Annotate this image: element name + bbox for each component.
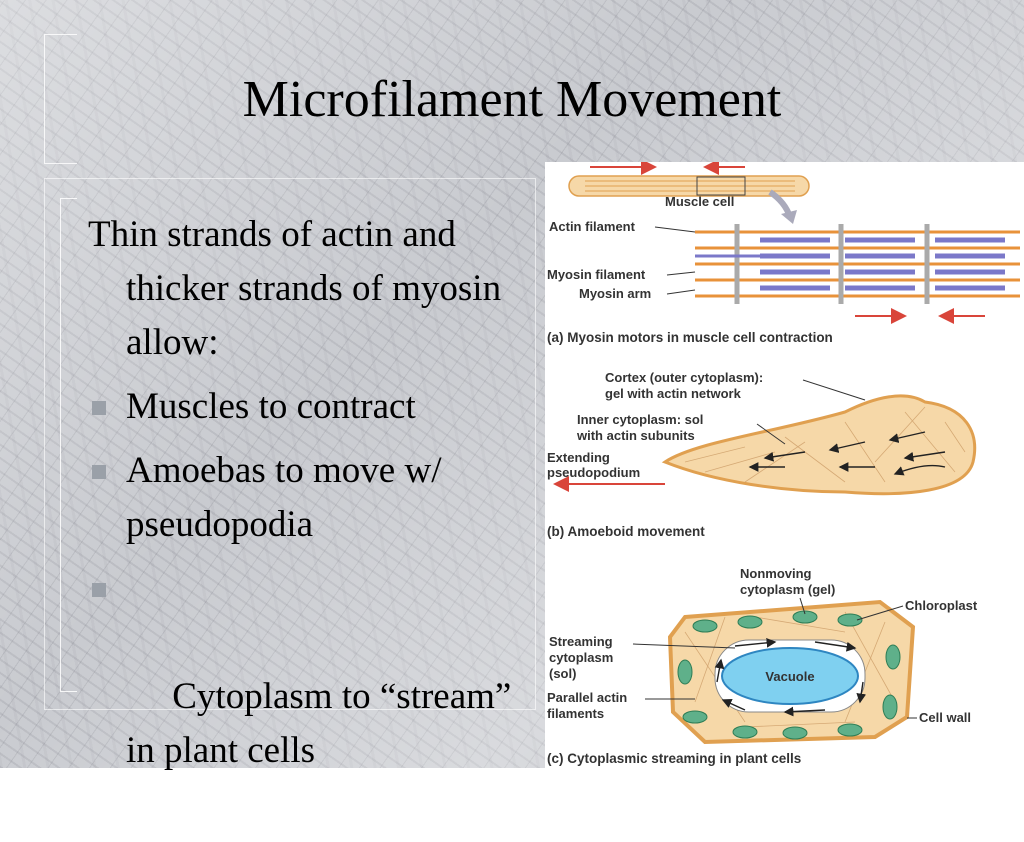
streaming-label-2: cytoplasm [549,650,613,665]
cortex-label-1: Cortex (outer cytoplasm): [605,370,763,385]
pseudopodium-label-1: Extending [547,450,610,465]
text-accent-frame [60,198,77,692]
myosin-filament-label: Myosin filament [547,267,646,282]
bullet-item: Muscles to contract [88,380,538,434]
intro-text: Thin strands of actin and thicker strand… [88,214,502,363]
vacuole-label: Vacuole [765,669,814,684]
caption-b: (b) Amoeboid movement [547,524,705,539]
title-accent-frame [44,34,77,164]
bullet-text: Cytoplasm to “stream” in plant cells [126,676,521,771]
nonmoving-label-1: Nonmoving [740,566,812,581]
bullet-item: Amoebas to move w/ pseudopodia [88,444,538,552]
panel-c-plant-cell: Vacuole Nonmoving cytoplasm (gel) Chlo [547,566,978,766]
bullet-square-icon [92,401,106,415]
slide-title: Microfilament Movement [242,71,782,128]
cytoplasm-flow-arrows [748,431,946,476]
cell-wall-label: Cell wall [919,710,971,725]
myosin-arm-label: Myosin arm [579,286,651,301]
caption-a: (a) Myosin motors in muscle cell contrac… [547,330,833,345]
bullet-text: Amoebas to move w/ pseudopodia [126,450,442,545]
muscle-cell-label: Muscle cell [665,194,734,209]
chloroplasts [677,610,901,740]
microfilament-figure: Muscle cell [545,162,1024,768]
chloroplast-label: Chloroplast [905,598,978,613]
pseudopodium-label-2: pseudopodium [547,465,640,480]
inner-cytoplasm-label-2: with actin subunits [576,428,695,443]
slide-body: Thin strands of actin and thicker strand… [88,208,538,842]
bullet-square-icon [92,465,106,479]
parallel-actin-label-1: Parallel actin [547,690,627,705]
panel-a-muscle: Muscle cell [547,162,1020,345]
streaming-label-3: (sol) [549,666,576,681]
amoeba-body [661,394,977,496]
parallel-actin-label-2: filaments [547,706,604,721]
bullet-text: Muscles to contract [126,386,416,427]
streaming-label-1: Streaming [549,634,613,649]
panel-b-amoeba: Cortex (outer cytoplasm): gel with actin… [547,370,977,539]
bullet-item: Cytoplasm to “stream” in plant cells [88,562,538,832]
actin-filament-label: Actin filament [549,219,636,234]
figure-svg: Muscle cell [547,162,1020,766]
bullet-square-icon [92,583,106,597]
caption-c: (c) Cytoplasmic streaming in plant cells [547,751,801,766]
cortex-label-2: gel with actin network [605,386,742,401]
text-panel-frame [44,178,536,710]
inner-cytoplasm-label-1: Inner cytoplasm: sol [577,412,703,427]
vacuole [721,647,859,705]
nonmoving-label-2: cytoplasm (gel) [740,582,835,597]
